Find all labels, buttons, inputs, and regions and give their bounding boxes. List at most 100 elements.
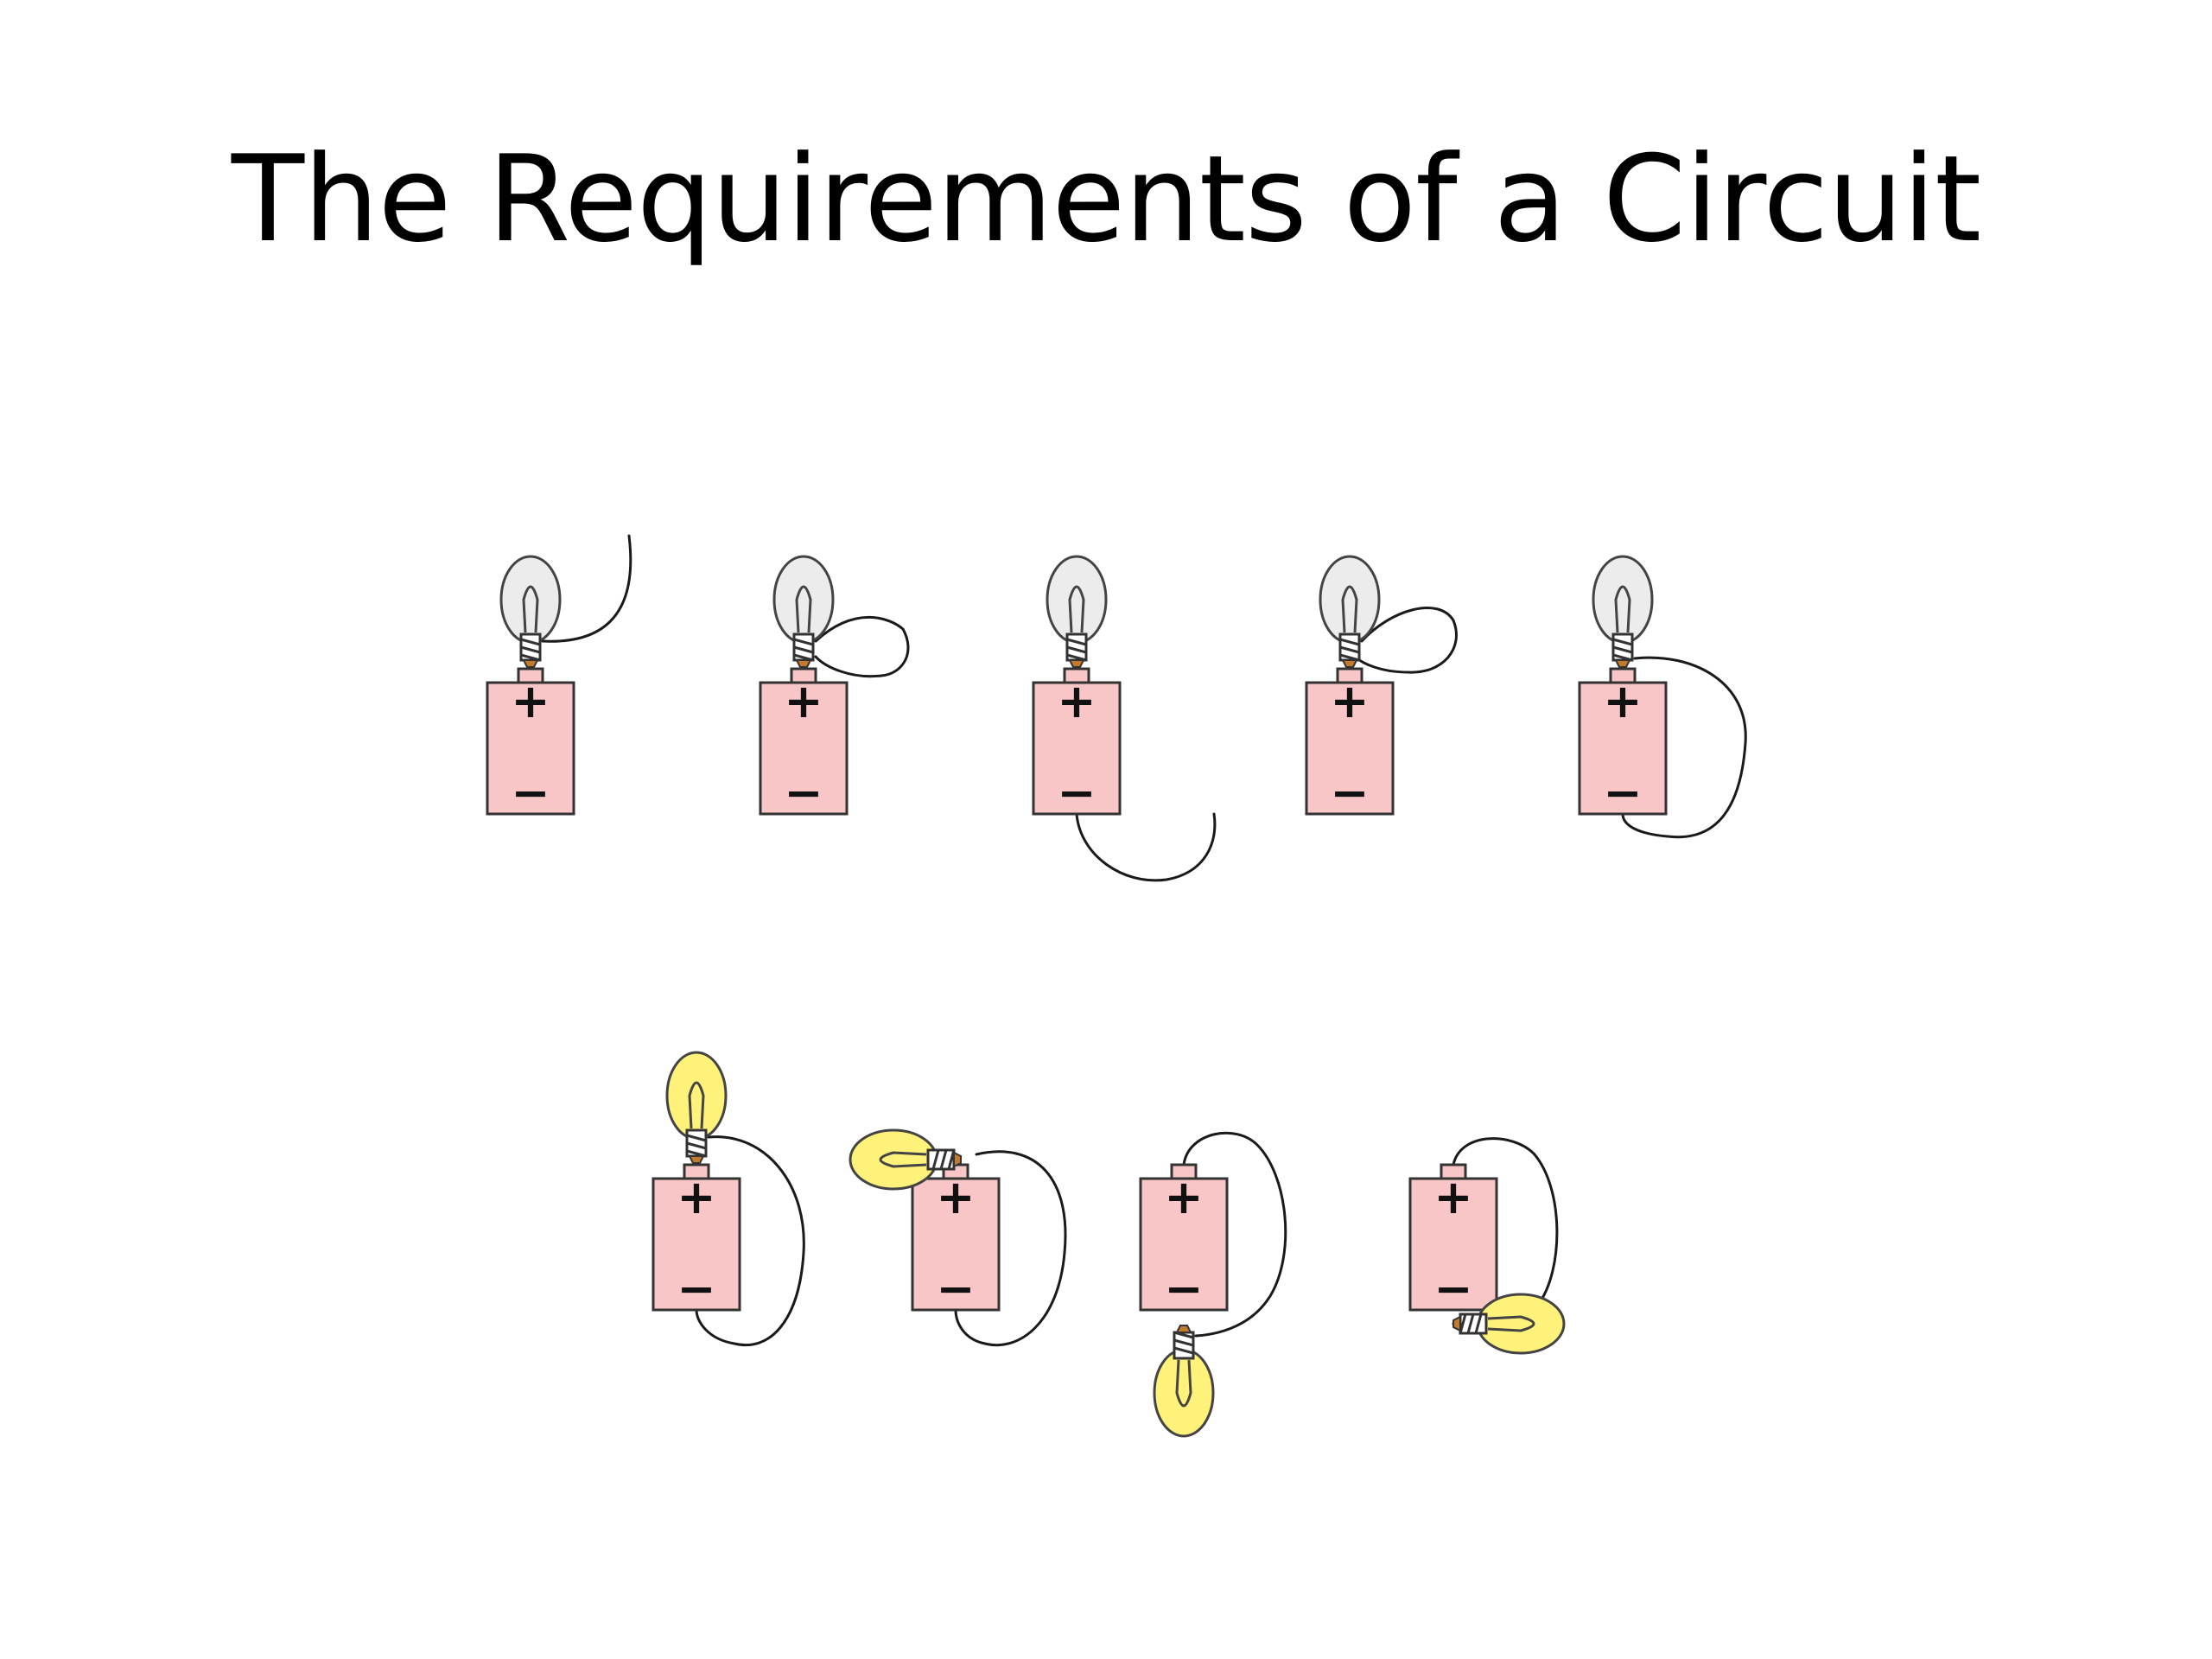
bulb-glass [665, 1051, 728, 1141]
bulb-thread-line [793, 645, 814, 654]
circuit-5: +− [1578, 555, 1747, 839]
battery-body [1578, 681, 1668, 816]
bulb-contact-tip [522, 659, 539, 668]
wire [1182, 1131, 1287, 1338]
unlit-bulb [499, 555, 562, 668]
battery: +− [759, 667, 849, 820]
bulb-glass [1476, 1293, 1566, 1355]
bulb-glass [1319, 555, 1381, 645]
bulb-thread-line [1066, 638, 1087, 646]
circuit-3: +− [1032, 555, 1217, 882]
negative-sign: − [1164, 1262, 1203, 1316]
circuit-2: +− [759, 555, 910, 820]
bulb-thread-line [1173, 1346, 1194, 1355]
slide-title: The Requirements of a Circuit [231, 130, 1981, 269]
battery: +− [486, 667, 575, 820]
circuit-1: +− [486, 534, 632, 820]
negative-sign: − [677, 1262, 715, 1316]
bulb-filament [1614, 585, 1631, 633]
bulb-contact-tip [1175, 1325, 1192, 1333]
bulb-thread-line [1612, 645, 1633, 654]
wire [1075, 812, 1217, 882]
positive-sign: + [936, 1170, 975, 1224]
negative-sign: − [1057, 766, 1096, 820]
bulb-thread-line [939, 1149, 948, 1170]
bulb-filament [688, 1081, 705, 1129]
bulb-contact-tip [795, 659, 812, 668]
bulb-filament [795, 585, 812, 633]
positive-sign: + [1057, 674, 1096, 728]
bulb-contact-tip [1614, 659, 1631, 668]
positive-sign: + [511, 674, 550, 728]
positive-sign: + [1433, 1170, 1472, 1224]
bulb-glass [1046, 555, 1108, 645]
bulb-thread-line [1339, 638, 1360, 646]
bulb-contact-tip [688, 1155, 705, 1164]
bulb-thread-line [1339, 645, 1360, 654]
bulb-thread-line [1066, 645, 1087, 654]
circuit-6: +− [652, 1051, 805, 1347]
circuit-4: +− [1305, 555, 1458, 820]
unlit-bulb [1319, 555, 1381, 668]
negative-sign: − [1330, 766, 1369, 820]
bulb-thread-line [1173, 1338, 1194, 1347]
negative-sign: − [936, 1262, 975, 1316]
wire [1351, 607, 1458, 674]
circuit-9: +− [1408, 1137, 1566, 1355]
bulb-filament [1341, 585, 1358, 633]
negative-sign: − [784, 766, 823, 820]
unlit-bulb [772, 555, 835, 668]
lit-bulb [849, 1128, 962, 1191]
bulb-contact-tip [1452, 1315, 1461, 1332]
bulb-glass [1592, 555, 1654, 645]
bulb-thread-line [686, 1134, 707, 1142]
battery: +− [1032, 667, 1122, 820]
battery-body [1408, 1177, 1498, 1312]
bulb-filament [1068, 585, 1085, 633]
bulb-glass [1153, 1348, 1215, 1438]
battery-body [759, 681, 849, 816]
bulb-contact-tip [1068, 659, 1085, 668]
unlit-bulb [1592, 555, 1654, 668]
negative-sign: − [1433, 1262, 1472, 1316]
negative-sign: − [511, 766, 550, 820]
circuit-7: +− [849, 1128, 1067, 1347]
bulb-thread-line [1474, 1313, 1483, 1334]
positive-sign: + [677, 1170, 715, 1224]
battery: +− [1578, 667, 1668, 820]
positive-sign: + [1330, 674, 1369, 728]
bulb-glass [499, 555, 562, 645]
bulb-contact-tip [1341, 659, 1358, 668]
positive-sign: + [1603, 674, 1642, 728]
battery: +− [652, 1163, 741, 1316]
positive-sign: + [784, 674, 823, 728]
wire [541, 534, 632, 643]
bulb-thread-line [1612, 638, 1633, 646]
wire [1621, 656, 1747, 839]
battery-body [911, 1177, 1001, 1312]
bulb-thread-line [686, 1141, 707, 1150]
bulb-thread-line [1466, 1313, 1475, 1334]
negative-sign: − [1603, 766, 1642, 820]
bulb-filament [1175, 1359, 1192, 1408]
bulb-thread-line [931, 1149, 940, 1170]
lit-bulb [665, 1051, 728, 1164]
battery: +− [911, 1163, 1001, 1316]
wire [954, 1150, 1067, 1347]
bulb-filament [522, 585, 539, 633]
battery-body [1139, 1177, 1229, 1312]
bulb-contact-tip [953, 1151, 962, 1168]
lit-bulb [1153, 1325, 1215, 1438]
bulb-glass [772, 555, 835, 645]
battery: +− [1305, 667, 1395, 820]
battery-body [652, 1177, 741, 1312]
circuit-8: +− [1139, 1131, 1287, 1438]
lit-bulb [1452, 1293, 1566, 1355]
battery: +− [1408, 1163, 1498, 1316]
wire [695, 1135, 805, 1347]
bulb-thread-line [793, 638, 814, 646]
bulb-filament [1487, 1315, 1535, 1332]
bulb-filament [879, 1151, 927, 1168]
wire [814, 615, 910, 678]
